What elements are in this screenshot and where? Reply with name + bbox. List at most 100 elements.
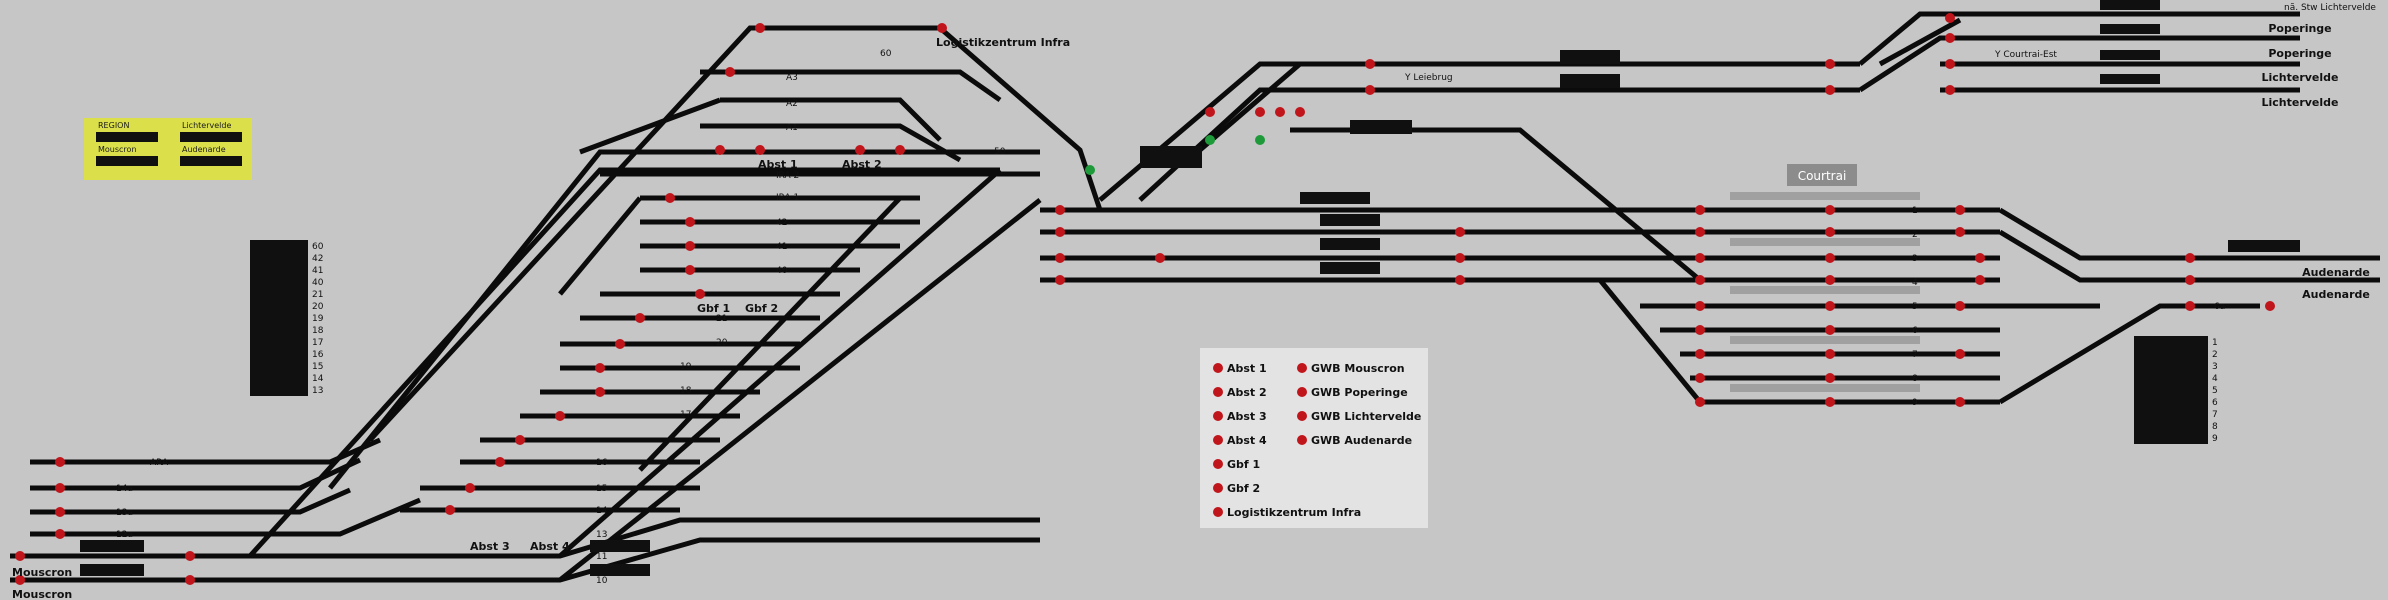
legend-item: Gbf 2 xyxy=(1227,482,1260,495)
track-label: 8 xyxy=(1912,374,1918,384)
legend-item: GWB Audenarde xyxy=(1311,434,1412,447)
legend-col1: Abst 1 Abst 2 Abst 3 Abst 4 Gbf 1 Gbf 2 … xyxy=(1213,362,1361,519)
signal-icon xyxy=(1213,411,1223,421)
counter-left-label: 15 xyxy=(312,362,323,372)
signal-icon xyxy=(1213,435,1223,445)
track-label: 40 xyxy=(776,266,788,276)
track-label: 50 xyxy=(994,147,1006,157)
track-label: 15 xyxy=(596,484,607,494)
legend-item: Abst 1 xyxy=(1227,362,1267,375)
track-labels: Logistikzentrum Infra Y Leiebrug Y Court… xyxy=(12,3,2376,600)
legend-item: GWB Poperinge xyxy=(1311,386,1408,399)
counter-stack-left: 60 42 41 40 21 20 19 18 17 16 15 14 13 xyxy=(250,240,324,396)
counter-left-label: 41 xyxy=(312,266,323,276)
counter-right-label: 7 xyxy=(2212,410,2218,420)
track-label: 18 xyxy=(680,386,692,396)
counter-right-label: 4 xyxy=(2212,374,2218,384)
abst2-label: Abst 2 xyxy=(842,158,882,171)
legend-item: GWB Mouscron xyxy=(1311,362,1405,375)
poperinge-label-1: Poperinge xyxy=(2268,22,2331,35)
track-label: 6 xyxy=(1912,326,1918,336)
track-label: 16 xyxy=(596,458,608,468)
track-label: 6a xyxy=(2214,302,2225,312)
signal-icon xyxy=(1297,411,1307,421)
track-label: 1 xyxy=(1912,206,1918,216)
signal-icon xyxy=(1213,507,1223,517)
track-label: 21 xyxy=(716,314,727,324)
leiebrug-label: Y Leiebrug xyxy=(1404,73,1453,83)
track-label: 4 xyxy=(1912,278,1918,288)
counter-right-label: 2 xyxy=(2212,350,2218,360)
region-title-1: REGION xyxy=(98,121,129,130)
track-label: A2 xyxy=(786,99,798,109)
track-label: 41 xyxy=(776,242,787,252)
track-label: 13 xyxy=(596,530,607,540)
signal-icon xyxy=(1213,387,1223,397)
track-label: 13a xyxy=(116,508,133,518)
track-label: IRA 1 xyxy=(776,193,799,203)
counter-right-label: 1 xyxy=(2212,338,2218,348)
track-label: A3 xyxy=(786,73,798,83)
track-label: 14 xyxy=(596,506,608,516)
legend-item: Abst 3 xyxy=(1227,410,1267,423)
counter-left-label: 18 xyxy=(312,326,324,336)
counter-left-label: 60 xyxy=(312,242,324,252)
counter-stack-right: 1 2 3 4 5 6 7 8 9 xyxy=(2134,336,2218,444)
station-title-box: Courtrai xyxy=(1787,164,1857,186)
track-label: ARA xyxy=(150,458,169,468)
track-label: 42 xyxy=(776,218,787,228)
counter-left-label: 21 xyxy=(312,290,323,300)
signal-icon xyxy=(1213,483,1223,493)
gbf1-label: Gbf 1 xyxy=(697,302,730,315)
lichtervelde-label-2: Lichtervelde xyxy=(2261,96,2338,109)
region-panel[interactable]: REGION Mouscron Lichtervelde Audenarde xyxy=(84,118,252,180)
gbf2-label: Gbf 2 xyxy=(745,302,778,315)
signal-icon xyxy=(1297,435,1307,445)
signals[interactable] xyxy=(15,13,2275,585)
counter-right-label: 5 xyxy=(2212,386,2218,396)
legend-panel: Abst 1 Abst 2 Abst 3 Abst 4 Gbf 1 Gbf 2 … xyxy=(1200,348,1428,528)
track-network xyxy=(10,11,2380,583)
track-label: 60 xyxy=(880,49,892,59)
audenarde-label-2: Audenarde xyxy=(2302,288,2370,301)
abst4-label: Abst 4 xyxy=(530,540,570,553)
counter-right-label: 8 xyxy=(2212,422,2218,432)
station-title: Courtrai xyxy=(1798,169,1847,183)
legend-item: Gbf 1 xyxy=(1227,458,1260,471)
track-label: 20 xyxy=(716,338,728,348)
logistik-label: Logistikzentrum Infra xyxy=(936,36,1070,49)
platform-shading xyxy=(1730,192,1920,392)
track-label: 10 xyxy=(596,576,608,586)
mouscron-label-1: Mouscron xyxy=(12,566,72,579)
track-label: 2 xyxy=(1912,230,1918,240)
signal-icon xyxy=(1213,459,1223,469)
track-label: IRA 2 xyxy=(776,171,799,181)
region-name-2: Audenarde xyxy=(182,145,226,154)
counter-left-label: 42 xyxy=(312,254,323,264)
counter-left-label: 19 xyxy=(312,314,324,324)
counter-right-label: 3 xyxy=(2212,362,2218,372)
counter-right-label: 6 xyxy=(2212,398,2218,408)
courtrai-est-label: Y Courtrai-Est xyxy=(1994,50,2057,60)
track-label: 3 xyxy=(1912,254,1918,264)
counter-right-label: 9 xyxy=(2212,434,2218,444)
lichtervelde-label-1: Lichtervelde xyxy=(2261,71,2338,84)
signal-icon xyxy=(1297,387,1307,397)
legend-item: GWB Lichtervelde xyxy=(1311,410,1421,423)
counter-left-label: 40 xyxy=(312,278,324,288)
counter-left-label: 20 xyxy=(312,302,324,312)
track-label: 19 xyxy=(680,362,692,372)
counter-left-label: 16 xyxy=(312,350,324,360)
legend-item: Abst 2 xyxy=(1227,386,1267,399)
track-label: 5 xyxy=(1912,302,1918,312)
counter-left-label: 17 xyxy=(312,338,323,348)
region-title-2: Lichtervelde xyxy=(182,121,231,130)
region-name-1: Mouscron xyxy=(98,145,137,154)
track-label: 9 xyxy=(1912,398,1918,408)
track-label: 14a xyxy=(116,484,133,494)
stw-lichtervelde-label: nã. Stw Lichtervelde xyxy=(2284,3,2376,13)
audenarde-label-1: Audenarde xyxy=(2302,266,2370,279)
signal-icon xyxy=(1297,363,1307,373)
abst1-label: Abst 1 xyxy=(758,158,798,171)
